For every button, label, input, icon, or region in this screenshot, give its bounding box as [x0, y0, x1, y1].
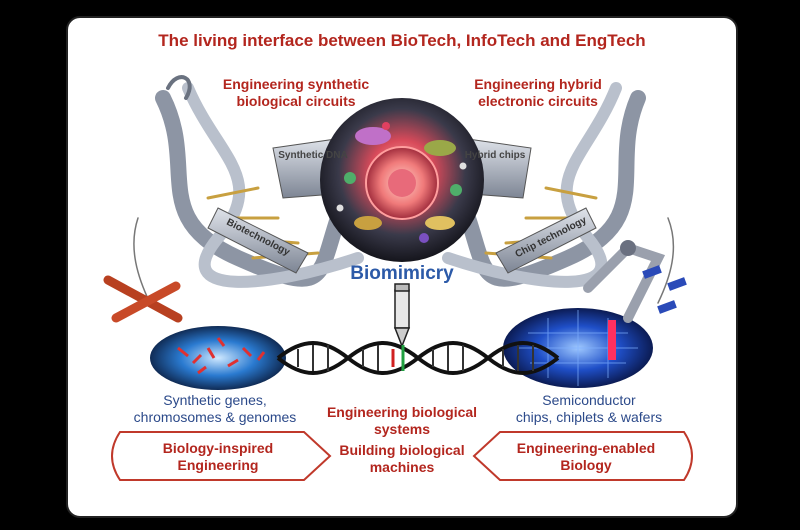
cell-sphere: [320, 98, 484, 262]
illustration: [103, 75, 693, 481]
dna-strand: [276, 341, 560, 375]
chromosome-disc: [103, 275, 286, 390]
left-bottom-arrow: [111, 431, 332, 481]
left-dna-helix: [133, 75, 364, 304]
ribbon-right-label: Hybrid chips: [464, 150, 526, 161]
wafer-disc: [503, 240, 687, 388]
left-band: [207, 207, 309, 274]
left-caption: Synthetic genes,chromosomes & genomes: [133, 392, 297, 425]
right-bottom-arrow: [472, 431, 693, 481]
right-band: [495, 207, 597, 274]
page-title: The living interface between BioTech, In…: [158, 31, 646, 50]
ribbon-left-label: Synthetic DNA: [278, 150, 348, 161]
pencil-icon: [393, 283, 411, 349]
right-dna-helix: [442, 82, 675, 304]
figure-panel: The living interface between BioTech, In…: [66, 16, 738, 518]
center-label: Biomimicry: [350, 263, 454, 284]
